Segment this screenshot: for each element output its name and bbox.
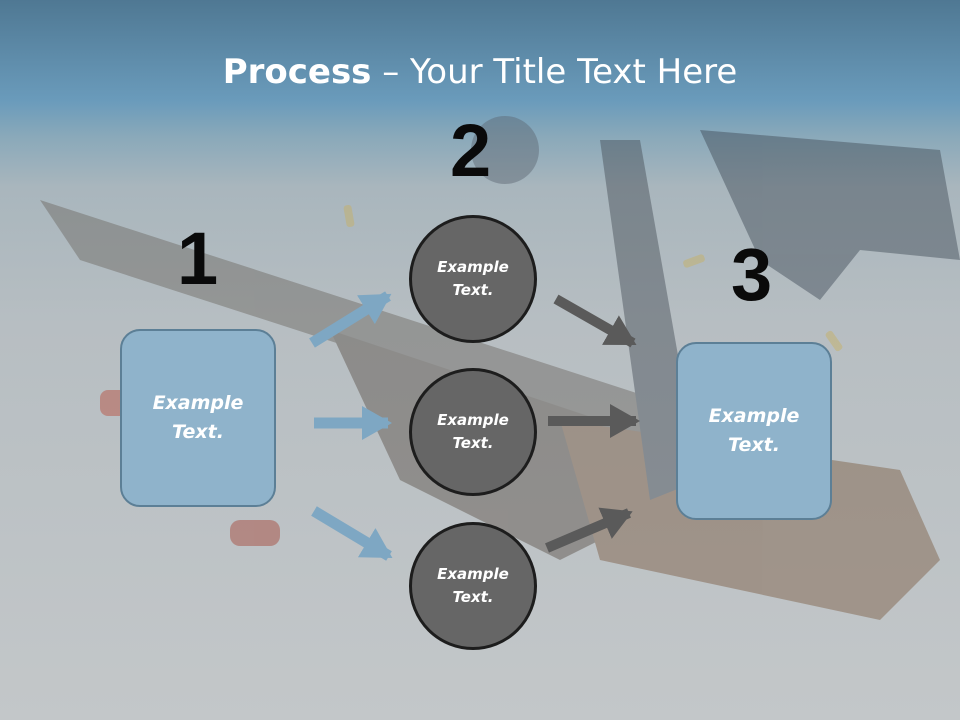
right-box: Example Text.: [676, 342, 832, 520]
left-box-text: Example Text.: [152, 392, 244, 443]
circle-bottom-text: Example Text.: [437, 565, 509, 606]
left-box: Example Text.: [120, 329, 276, 507]
arrow-blue-up: [309, 291, 392, 348]
step-number-2: 2: [450, 109, 492, 192]
circle-bottom: Example Text.: [409, 522, 537, 650]
circle-top: Example Text.: [409, 215, 537, 343]
right-box-text: Example Text.: [708, 405, 800, 456]
arrow-gray-down: [553, 294, 637, 348]
step-number-1: 1: [177, 217, 219, 300]
title-rest: – Your Title Text Here: [371, 52, 738, 92]
arrow-gray-up: [545, 507, 633, 553]
circle-top-text: Example Text.: [437, 258, 509, 299]
step-number-3: 3: [731, 233, 773, 316]
circle-middle-text: Example Text.: [437, 411, 509, 452]
circle-middle: Example Text.: [409, 368, 537, 496]
arrow-blue-down: [311, 506, 393, 561]
title-bold: Process: [222, 52, 372, 92]
slide-title: Process – Your Title Text Here: [0, 52, 960, 92]
